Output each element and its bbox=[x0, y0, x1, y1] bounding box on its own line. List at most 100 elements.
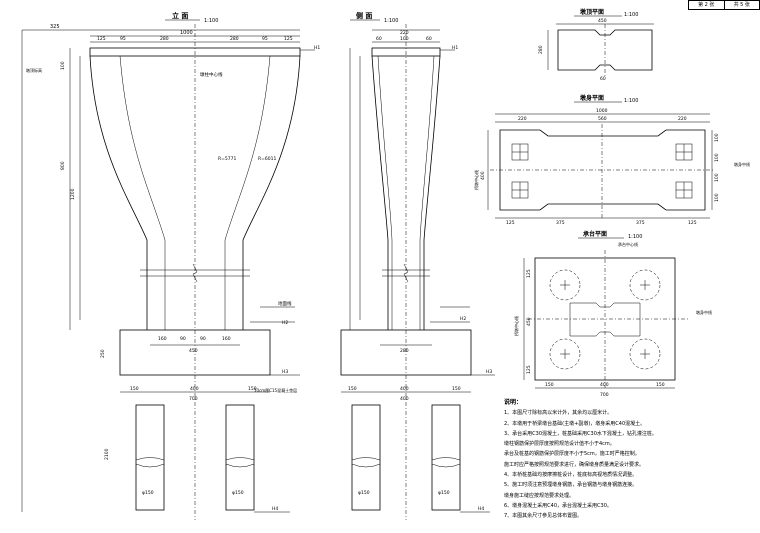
note-item: 施工时应严格按照规范要求进行，确保墩身质量满足设计要求。 bbox=[504, 461, 645, 468]
section-scale: 1:100 bbox=[624, 12, 638, 18]
note-item: 2、本墩用于桥梁墩台基础(主墩+副墩)，墩身采用C40混凝土。 bbox=[504, 420, 646, 427]
side-overall: 220 bbox=[400, 30, 409, 36]
pier-plan-title: 墩身平面 bbox=[580, 94, 604, 102]
front-cap-height: 250 bbox=[100, 349, 106, 358]
front-height-dim-2: 800 bbox=[60, 161, 66, 170]
front-left-label: 墩顶标高 bbox=[26, 67, 42, 73]
pier-plan-top-dim-3: 220 bbox=[678, 116, 687, 122]
side-pile-dim-3: 150 bbox=[452, 386, 461, 392]
front-top-dim-5: 280 bbox=[230, 36, 239, 42]
pier-plan-bottom-dim-1: 125 bbox=[506, 220, 515, 226]
pier-plan-overall: 1000 bbox=[596, 108, 608, 114]
front-h4-label: H4 bbox=[272, 506, 278, 512]
note-item: 墩柱钢筋保护层厚度按照规范设计值不小于4cm。 bbox=[504, 441, 615, 448]
sheet-total: 共 5 张 bbox=[723, 1, 760, 9]
pier-plan-right-dim-1: 100 bbox=[714, 133, 720, 142]
front-top-dim-6: 95 bbox=[262, 36, 268, 42]
pier-plan-top-dim-1: 220 bbox=[518, 116, 527, 122]
front-pile-overall: 700 bbox=[189, 396, 198, 402]
note-item: 4、本桥桩基础均按摩擦桩设计，桩底标高视地质情况调整。 bbox=[504, 472, 638, 479]
pier-plan-left-label: 桥墩中心线 bbox=[473, 170, 479, 190]
front-top-dim-1: 125 bbox=[97, 36, 106, 42]
section-notch: 60 bbox=[600, 76, 606, 82]
pier-plan-top-dim-2: 560 bbox=[598, 116, 607, 122]
front-bottom-note: 10cm厚C15混凝土垫层 bbox=[254, 387, 297, 393]
pier-plan-right-label: 墩身中线 bbox=[734, 161, 750, 167]
cap-plan-bottom-dim-3: 150 bbox=[656, 382, 665, 388]
front-height-dim-1: 100 bbox=[60, 61, 66, 70]
front-cap-dim-1: 160 bbox=[158, 336, 167, 342]
notes-title: 说明： bbox=[504, 399, 523, 406]
front-ground-label: 地面线 bbox=[278, 300, 292, 307]
cap-plan-left-dim-3: 125 bbox=[526, 365, 532, 374]
pier-plan-bottom-dim-4: 125 bbox=[688, 220, 697, 226]
front-scale: 1:100 bbox=[204, 18, 218, 24]
side-h4-label: H4 bbox=[478, 506, 484, 512]
side-pile-dim-1: 150 bbox=[348, 386, 357, 392]
side-pile-dia-2: φ150 bbox=[438, 490, 450, 496]
front-pile-dia-2: φ150 bbox=[232, 490, 244, 496]
note-item: 7、本图其余尺寸参见总体布置图。 bbox=[504, 513, 583, 520]
side-scale: 1:100 bbox=[384, 18, 398, 24]
cap-plan-left-label: 桥墩中心线 bbox=[513, 316, 519, 336]
side-top-dim-1: 60 bbox=[376, 36, 382, 42]
front-h1-label: H1 bbox=[314, 45, 320, 51]
front-pile-dim-2: 400 bbox=[190, 386, 199, 392]
front-pile-length: 2100 bbox=[104, 448, 110, 460]
pier-plan-right-dim-4: 100 bbox=[714, 193, 720, 202]
front-radius-1: R=5771 bbox=[218, 156, 236, 162]
side-h3-label: H3 bbox=[486, 369, 492, 375]
pier-plan-right-dim-2: 100 bbox=[714, 153, 720, 162]
note-item: 墩身施工缝应按规范要求处理。 bbox=[504, 492, 575, 499]
side-pile-dia-1: φ150 bbox=[358, 490, 370, 496]
front-left-edge-dim: 325 bbox=[50, 24, 60, 30]
side-pile-dim-2: 400 bbox=[400, 386, 409, 392]
cap-plan-left-dim-2: 450 bbox=[526, 317, 532, 326]
side-title: 侧 面 bbox=[356, 11, 372, 20]
side-top-dim-2: 100 bbox=[400, 36, 409, 42]
side-elevation: 侧 面 1:100 220 60 100 60 H1 H2 280 H3 150… bbox=[340, 11, 495, 520]
front-radius-2: R=6011 bbox=[258, 156, 276, 162]
front-height-dim-3: 1200 bbox=[70, 188, 76, 200]
front-h3-label: H3 bbox=[282, 369, 288, 375]
note-item: 5、施工时须注意预埋墩身钢筋，承台钢筋与墩身钢筋连接。 bbox=[504, 482, 638, 489]
front-cap-overall: 450 bbox=[189, 348, 198, 354]
side-pile-overall: 400 bbox=[400, 396, 409, 402]
cap-plan-bottom-dim-1: 150 bbox=[545, 382, 554, 388]
front-pile-dia-1: φ150 bbox=[142, 490, 154, 496]
section-title: 墩顶平面 bbox=[580, 8, 604, 16]
front-title: 立 面 bbox=[172, 11, 188, 20]
pier-plan-bottom-dim-2: 375 bbox=[556, 220, 565, 226]
cap-plan-bottom-dim-2: 400 bbox=[600, 382, 609, 388]
side-cap-overall: 280 bbox=[400, 348, 409, 354]
front-overall-dim: 1000 bbox=[180, 30, 193, 36]
front-cap-dim-4: 160 bbox=[222, 336, 231, 342]
front-top-dim-3: 280 bbox=[160, 36, 169, 42]
front-top-dim-2: 95 bbox=[120, 36, 126, 42]
cap-plan-top-label: 承台中心线 bbox=[618, 241, 638, 247]
pier-plan-scale: 1:100 bbox=[624, 98, 638, 104]
front-elevation: 立 面 1:100 325 1000 125 95 280 280 95 125… bbox=[21, 11, 320, 520]
pier-plan-right-dim-3: 100 bbox=[714, 173, 720, 182]
side-top-dim-3: 60 bbox=[426, 36, 432, 42]
note-item: 6、墩身混凝土采用C40，承台混凝土采用C30。 bbox=[504, 502, 612, 509]
front-pile-dim-1: 150 bbox=[130, 386, 139, 392]
note-item: 承台及桩基的钢筋保护层厚度不小于5cm，施工时严格控制。 bbox=[504, 451, 640, 458]
cap-plan-title: 承台平面 bbox=[583, 230, 607, 238]
cap-plan-scale: 1:100 bbox=[628, 234, 642, 240]
front-top-dim-7: 125 bbox=[284, 36, 293, 42]
pier-plan-height: 400 bbox=[480, 171, 486, 180]
cap-plan-right-label: 墩身中线 bbox=[696, 309, 712, 315]
side-h1-label: H1 bbox=[452, 45, 458, 51]
front-cap-dim-2: 90 bbox=[180, 336, 186, 342]
cap-plan-left-dim-1: 125 bbox=[526, 269, 532, 278]
top-section-view: 墩顶平面 1:100 450 280 60 bbox=[538, 8, 654, 82]
note-item: 1、本图尺寸除标高以米计外，其余均以厘米计。 bbox=[504, 410, 613, 417]
front-h2-label: H2 bbox=[282, 320, 288, 326]
side-h2-label: H2 bbox=[460, 316, 466, 322]
note-item: 3、承台采用C30混凝土，桩基础采用C30水下混凝土，钻孔灌注桩。 bbox=[504, 430, 657, 437]
front-center-label: 墩柱中心线 bbox=[200, 71, 223, 78]
design-notes: 说明： 1、本图尺寸除标高以米计外，其余均以厘米计。 2、本墩用于桥梁墩台基础(… bbox=[504, 398, 754, 522]
